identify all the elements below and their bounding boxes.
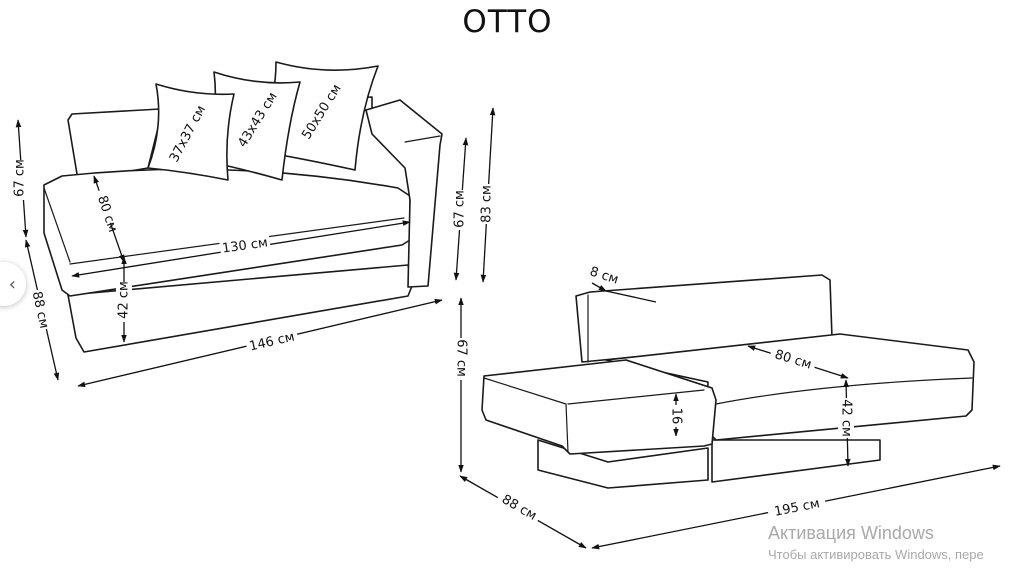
arm-height-label: 67 см: [453, 190, 468, 228]
chevron-left-icon: ‹: [8, 273, 16, 295]
seat-width-label: 130 см: [221, 235, 269, 256]
windows-activation-watermark: Активация Windows Чтобы активировать Win…: [768, 522, 984, 564]
sofa-unfolded-view: [481, 274, 975, 489]
sofa-armrest: [365, 99, 443, 288]
watermark-subtitle: Чтобы активировать Windows, пере: [768, 547, 984, 562]
total-height-label: 83 см: [480, 185, 495, 223]
back-height-label: 67 см: [13, 159, 28, 197]
backrest: [575, 274, 833, 363]
plinth-right: [711, 439, 881, 483]
pillow-small: [147, 83, 235, 181]
watermark-title: Активация Windows: [768, 523, 934, 543]
seat-height-label: 42 см: [117, 281, 132, 319]
seat-height-right-label: 42 см: [839, 399, 854, 437]
height-right-label: 67 см: [454, 339, 469, 377]
back-thickness-label: 8 см: [588, 264, 621, 287]
mattress-thickness-label: 16: [669, 408, 684, 425]
product-title: OTTO: [462, 4, 553, 40]
